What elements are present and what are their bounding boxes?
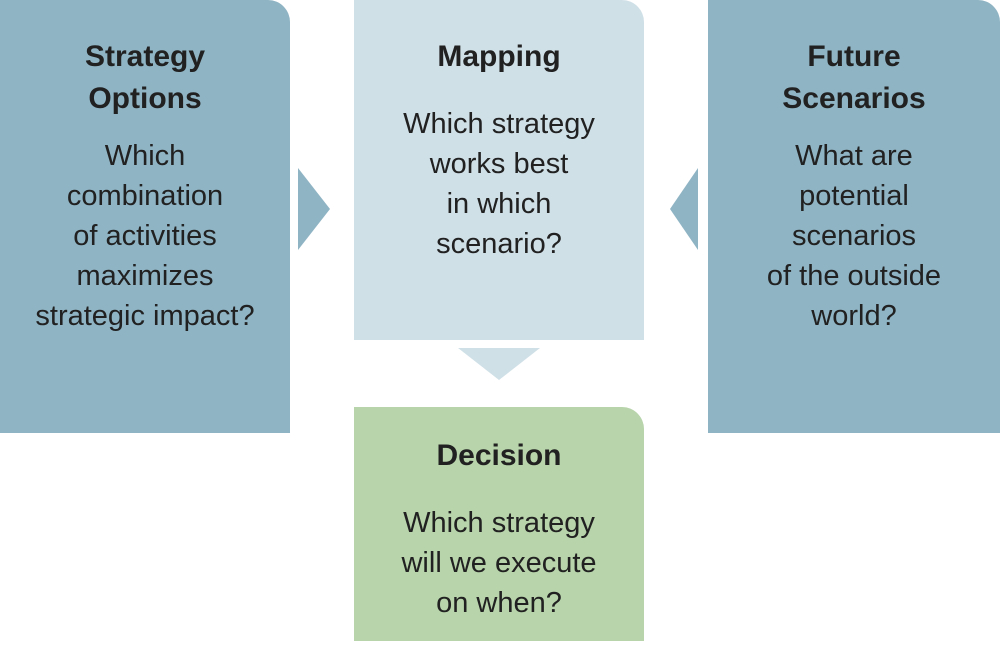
future-scenarios-body: What are potential scenarios of the outs… [766,140,942,332]
strategy-options-title: Strategy Options [84,40,206,115]
mapping-title: Mapping [437,40,561,73]
future-scenarios-title: Future Scenarios [782,40,926,115]
mapping-body: Which strategy works best in which scena… [403,108,595,260]
arrow-right-icon [298,168,330,250]
decision-title: Decision [436,439,562,472]
mapping-box: Mapping Which strategy works best in whi… [354,0,644,340]
arrow-left-icon [670,168,698,250]
decision-body: Which strategy will we execute on when? [401,507,597,619]
future-scenarios-box: Future Scenarios What are potential scen… [708,0,1000,433]
arrow-down-icon [458,348,540,380]
decision-box: Decision Which strategy will we execute … [354,407,644,641]
strategy-options-body: Which combination of activities maximize… [35,140,255,332]
strategy-options-box: Strategy Options Which combination of ac… [0,0,290,433]
